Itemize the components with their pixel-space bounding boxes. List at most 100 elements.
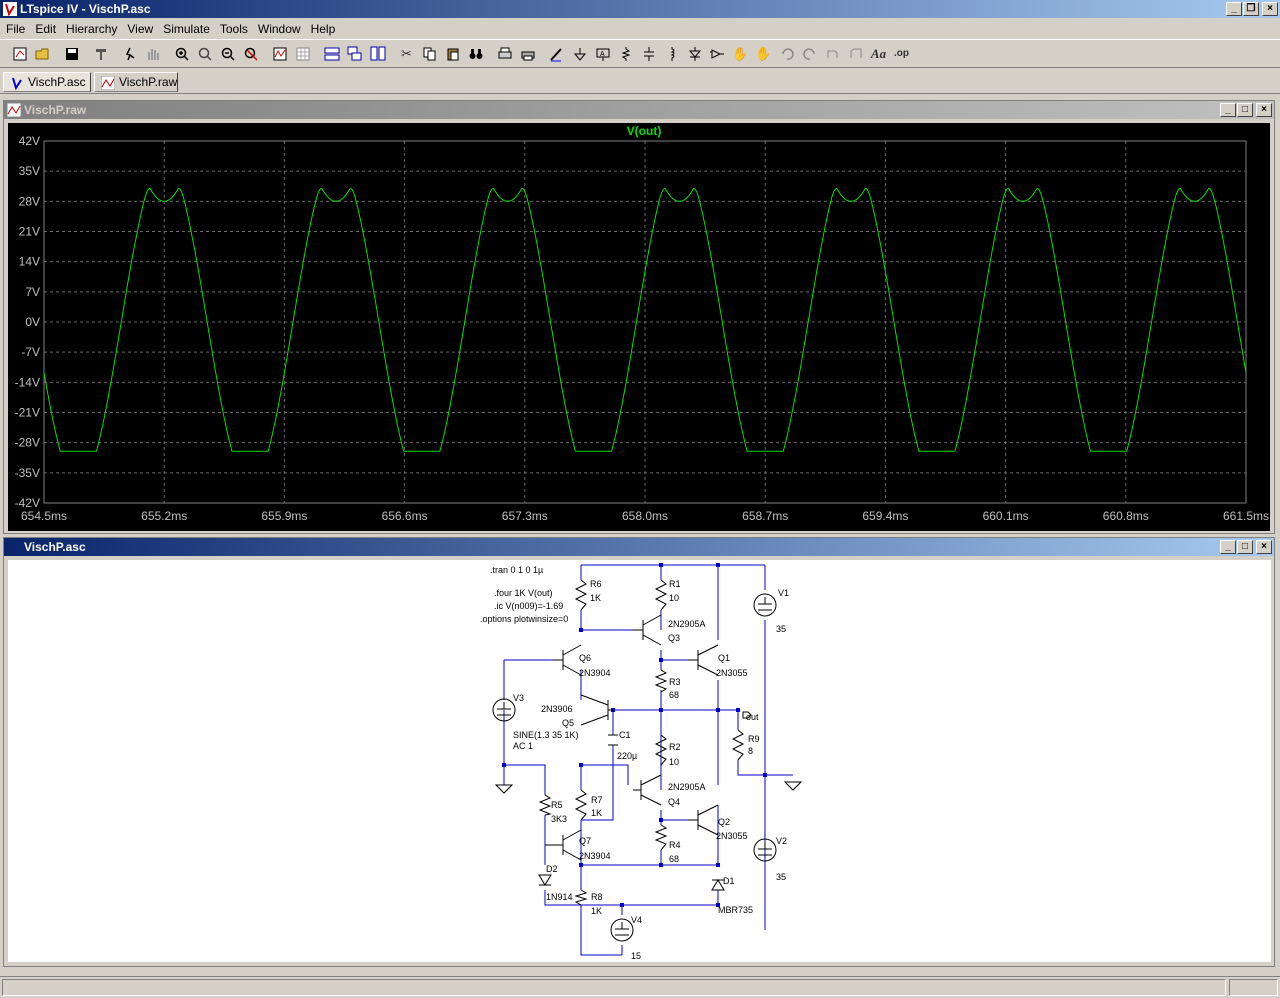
mirror-icon[interactable] — [844, 43, 867, 65]
spice-directive-icon[interactable]: .op — [894, 48, 909, 59]
value-v1: 35 — [776, 624, 786, 634]
save-icon[interactable] — [60, 43, 83, 65]
draw-wire-icon[interactable] — [545, 43, 568, 65]
value-v3-ac: AC 1 — [513, 741, 533, 751]
transistor-q3 — [633, 614, 662, 646]
value-r5: 3K3 — [551, 814, 567, 824]
plot-minimize-button[interactable]: _ — [1220, 103, 1236, 117]
rotate-icon[interactable] — [821, 43, 844, 65]
directive-tran[interactable]: .tran 0 1 0 1µ — [490, 565, 543, 575]
label-r1: R1 — [669, 579, 681, 589]
cascade-icon[interactable] — [343, 43, 366, 65]
y-tick-label: -28V — [15, 436, 40, 450]
transistor-q4 — [633, 774, 662, 806]
label-d1: D1 — [723, 876, 735, 886]
menu-file[interactable]: File — [6, 21, 26, 36]
waveform-icon — [7, 103, 21, 117]
capacitor-icon[interactable] — [637, 43, 660, 65]
schematic-minimize-button[interactable]: _ — [1220, 540, 1236, 554]
grid-toggle-icon[interactable] — [291, 43, 314, 65]
restore-button[interactable]: ❐ — [1243, 2, 1259, 16]
net-label-out[interactable]: out — [746, 712, 759, 722]
menu-simulate[interactable]: Simulate — [163, 21, 210, 36]
plot-maximize-button[interactable]: □ — [1237, 103, 1253, 117]
find-binoculars-icon[interactable] — [464, 43, 487, 65]
transistor-q2 — [688, 804, 719, 836]
resistor-r3 — [654, 669, 668, 693]
schematic-window-title: VischP.asc — [24, 540, 86, 554]
pan-icon[interactable] — [193, 43, 216, 65]
inductor-icon[interactable] — [660, 43, 683, 65]
redo-icon[interactable] — [798, 43, 821, 65]
directive-ic[interactable]: .ic V(n009)=-1.69 — [494, 601, 563, 611]
y-tick-label: 21V — [19, 225, 40, 239]
plot-window-title: VischP.raw — [24, 103, 87, 117]
control-panel-hammer-icon[interactable] — [89, 43, 112, 65]
move-hand-icon[interactable]: ✋ — [732, 45, 749, 61]
y-tick-label: 7V — [25, 285, 40, 299]
transistor-q1 — [688, 644, 719, 676]
value-r7: 1K — [591, 808, 602, 818]
menu-help[interactable]: Help — [310, 21, 336, 36]
menu-hierarchy[interactable]: Hierarchy — [66, 21, 118, 36]
zoom-fit-icon[interactable] — [239, 43, 262, 65]
drag-hand-icon[interactable]: ✋ — [755, 45, 772, 61]
minimize-button[interactable]: _ — [1226, 2, 1242, 16]
autorange-icon[interactable] — [268, 43, 291, 65]
waveform-icon — [101, 76, 115, 90]
undo-icon[interactable] — [775, 43, 798, 65]
label-r3: R3 — [669, 677, 681, 687]
label-q7: Q7 — [579, 836, 591, 846]
tab-label: VischP.raw — [119, 75, 178, 89]
directive-four[interactable]: .four 1K V(out) — [494, 588, 553, 598]
ground-icon[interactable] — [568, 43, 591, 65]
label-q2: Q2 — [718, 817, 730, 827]
x-tick-label: 657.3ms — [502, 509, 548, 523]
tile-horizontal-icon[interactable] — [320, 43, 343, 65]
copy-icon[interactable] — [418, 43, 441, 65]
label-q5: Q5 — [562, 718, 574, 728]
close-button[interactable]: × — [1262, 2, 1278, 16]
run-simulation-icon[interactable] — [118, 43, 141, 65]
halt-hand-icon[interactable] — [141, 43, 164, 65]
paste-icon[interactable] — [441, 43, 464, 65]
menu-view[interactable]: View — [127, 21, 154, 36]
plot-window-title-bar: VischP.raw _ □ × — [4, 101, 1274, 119]
model-q6: 2N3904 — [579, 668, 611, 678]
tab-waveform[interactable]: VischP.raw — [94, 72, 178, 92]
open-folder-icon[interactable] — [31, 43, 54, 65]
model-q4: 2N2905A — [668, 782, 706, 792]
cut-icon[interactable]: ✂ — [401, 45, 412, 61]
text-icon[interactable]: Aa — [870, 45, 887, 61]
trace-label[interactable]: V(out) — [627, 124, 662, 138]
zoom-out-icon[interactable] — [216, 43, 239, 65]
diode-icon[interactable] — [683, 43, 706, 65]
schematic-maximize-button[interactable]: □ — [1237, 540, 1253, 554]
label-r6: R6 — [590, 579, 602, 589]
plot-close-button[interactable]: × — [1256, 103, 1272, 117]
components — [492, 579, 803, 942]
print-setup-icon[interactable] — [493, 43, 516, 65]
x-tick-label: 658.7ms — [742, 509, 788, 523]
menu-window[interactable]: Window — [257, 21, 301, 36]
tile-vertical-icon[interactable] — [366, 43, 389, 65]
new-schematic-icon[interactable] — [8, 43, 31, 65]
model-d2: 1N914 — [546, 892, 573, 902]
print-icon[interactable] — [516, 43, 539, 65]
document-tabs: VischP.asc VischP.raw — [0, 69, 1280, 94]
resistor-icon[interactable] — [614, 43, 637, 65]
source-v4 — [610, 918, 634, 942]
schematic-canvas[interactable]: .tran 0 1 0 1µ .four 1K V(out) .ic V(n00… — [8, 560, 1271, 962]
component-icon[interactable] — [706, 43, 729, 65]
zoom-in-icon[interactable] — [170, 43, 193, 65]
directive-options[interactable]: .options plotwinsize=0 — [480, 614, 568, 624]
label-net-icon[interactable]: A — [591, 43, 614, 65]
status-bar — [0, 976, 1280, 998]
schematic-close-button[interactable]: × — [1256, 540, 1272, 554]
svg-text:A: A — [600, 51, 605, 58]
menu-tools[interactable]: Tools — [219, 21, 248, 36]
tab-schematic[interactable]: VischP.asc — [3, 72, 91, 92]
app-title: LTspice IV - VischP.asc — [20, 2, 151, 16]
menu-edit[interactable]: Edit — [35, 21, 57, 36]
